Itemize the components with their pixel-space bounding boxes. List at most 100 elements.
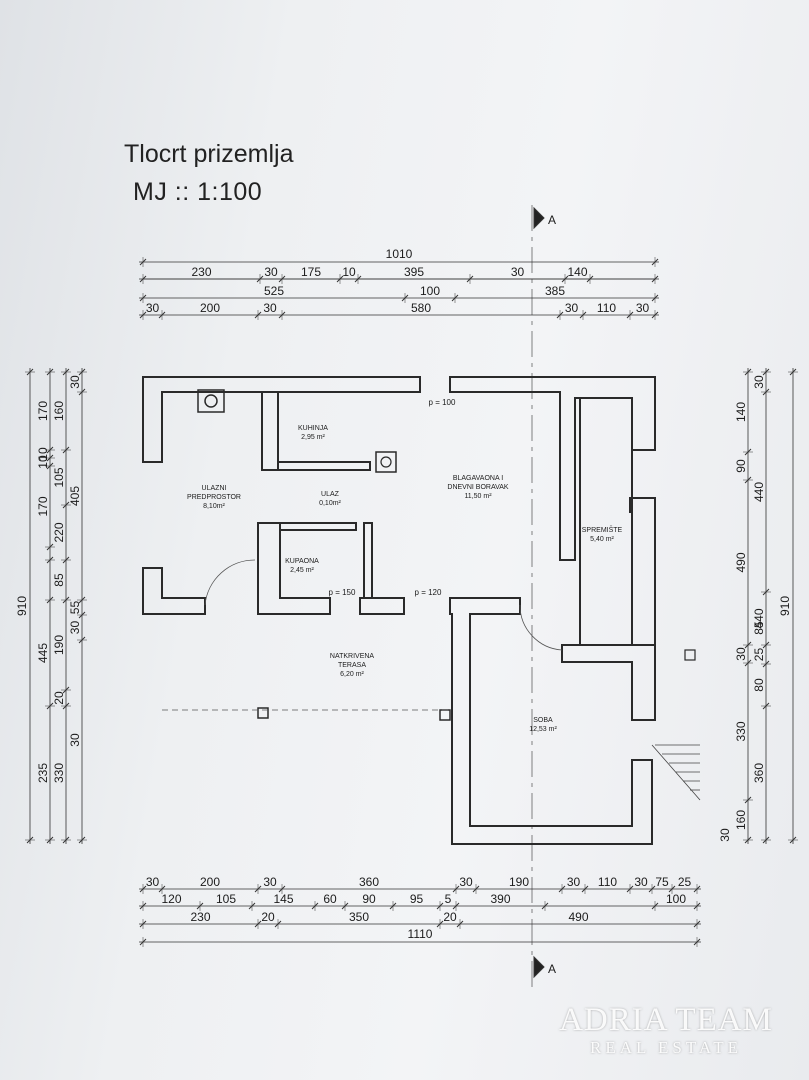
- dimension-label: 200: [200, 301, 220, 315]
- wall: [561, 644, 656, 721]
- dimension-label: 350: [349, 910, 369, 924]
- dimension-label: 30: [634, 875, 648, 889]
- dimension-label: 440: [752, 608, 766, 628]
- dimension-label: 1010: [386, 247, 413, 261]
- dimension-label: 405: [68, 486, 82, 506]
- section-arrow-bottom: [533, 955, 545, 979]
- wall: [363, 522, 373, 599]
- dimension-label: 330: [52, 763, 66, 783]
- door-swing: [204, 559, 256, 606]
- dimension-label: 580: [411, 301, 431, 315]
- dimension-label: 385: [545, 284, 565, 298]
- dimension-label: 80: [752, 678, 766, 692]
- room-area: 0,10m²: [319, 500, 341, 507]
- room-name: NATKRIVENA: [330, 653, 375, 660]
- wall: [629, 497, 656, 646]
- plan-title: Tlocrt prizemlja: [124, 140, 294, 168]
- dimension-label: 175: [301, 265, 321, 279]
- dimension-label: 30: [68, 733, 82, 747]
- dimension-label: 25: [678, 875, 692, 889]
- door-swing: [519, 604, 563, 651]
- dimension-label: 490: [568, 910, 588, 924]
- wall: [449, 597, 653, 845]
- chimney: [197, 389, 225, 413]
- room-area: 2,45 m²: [290, 567, 314, 574]
- dimension-label: 75: [655, 875, 669, 889]
- room-area: 6,20 m²: [340, 671, 364, 678]
- dimension-label: 30: [459, 875, 473, 889]
- dimension-label: 30: [636, 301, 650, 315]
- section-label-bottom: A: [548, 962, 556, 976]
- dimension-label: 30: [264, 265, 278, 279]
- dimension-label: 160: [52, 401, 66, 421]
- dimension-label: 30: [68, 375, 82, 389]
- dimension-label: 105: [52, 467, 66, 487]
- dimension-label: 440: [752, 482, 766, 502]
- terrace-pillar: [439, 709, 451, 721]
- dimension-label: 140: [567, 265, 587, 279]
- dimension-label: 910: [778, 596, 792, 616]
- dimension-label: 55: [68, 601, 82, 615]
- dimension-label: 140: [734, 402, 748, 422]
- wall: [142, 567, 206, 615]
- dimension-label: 110: [598, 875, 617, 889]
- dimension-label: 5: [445, 892, 452, 906]
- room-name: KUHINJA: [298, 425, 328, 432]
- dimension-label: 230: [190, 910, 210, 924]
- room-area: 12,53 m²: [529, 726, 557, 733]
- dimension-label: 360: [752, 763, 766, 783]
- stove-burner: [380, 456, 392, 468]
- walls: [142, 376, 701, 845]
- dimension-label: 30: [752, 375, 766, 389]
- dimension-label: 120: [161, 892, 181, 906]
- dimension-label: 100: [666, 892, 686, 906]
- section-label-top: A: [548, 213, 556, 227]
- plan-scale: MJ :: 1:100: [133, 178, 263, 206]
- dimension-label: 30: [263, 301, 277, 315]
- room-name: KUPAONA: [285, 558, 319, 565]
- dimension-label: 145: [273, 892, 293, 906]
- stair-railing: [651, 744, 701, 801]
- dimension-label: 85: [752, 621, 766, 635]
- dimension-label: 910: [15, 596, 29, 616]
- stove: [375, 451, 397, 473]
- dimension-label: 20: [261, 910, 275, 924]
- dimension-label: 220: [52, 522, 66, 542]
- dimension-label: 110: [597, 301, 616, 315]
- dimension-label: 30: [565, 301, 579, 315]
- wall: [261, 391, 279, 471]
- dimension-label: 100: [420, 284, 440, 298]
- dimension-label: 230: [191, 265, 211, 279]
- dimension-label: 20: [443, 910, 457, 924]
- wall: [359, 597, 405, 615]
- wall: [277, 461, 371, 471]
- dimension-label: 1110: [408, 927, 433, 941]
- room-name: SOBA: [533, 717, 553, 724]
- dimension-label: 235: [36, 763, 50, 783]
- dimension-label: 85: [52, 573, 66, 587]
- wall: [142, 376, 421, 463]
- terrace-pillar: [257, 707, 269, 719]
- dimension-label: 10: [36, 447, 50, 461]
- dimension-label: 490: [734, 552, 748, 572]
- room-name: PREDPROSTOR: [187, 494, 241, 501]
- dimension-label: 160: [734, 810, 748, 830]
- dimension-label: 170: [36, 496, 50, 516]
- dimension-label: 90: [734, 459, 748, 473]
- dimension-label: 395: [404, 265, 424, 279]
- dimension-label: 360: [359, 875, 379, 889]
- wall: [449, 376, 656, 561]
- watermark-name: ADRIA TEAM: [559, 1002, 773, 1038]
- dimension-label: 30: [567, 875, 581, 889]
- dimension-label: 330: [734, 721, 748, 741]
- opening-label: p = 150: [329, 588, 356, 597]
- room-area: 8,10m²: [203, 503, 225, 510]
- dimension-label: 30: [718, 828, 732, 842]
- opening-label: p = 100: [429, 398, 456, 407]
- room-name: ULAZ: [321, 491, 340, 498]
- chimney-flue: [204, 394, 218, 408]
- dimension-label: 30: [511, 265, 525, 279]
- opening-label: p = 120: [415, 588, 442, 597]
